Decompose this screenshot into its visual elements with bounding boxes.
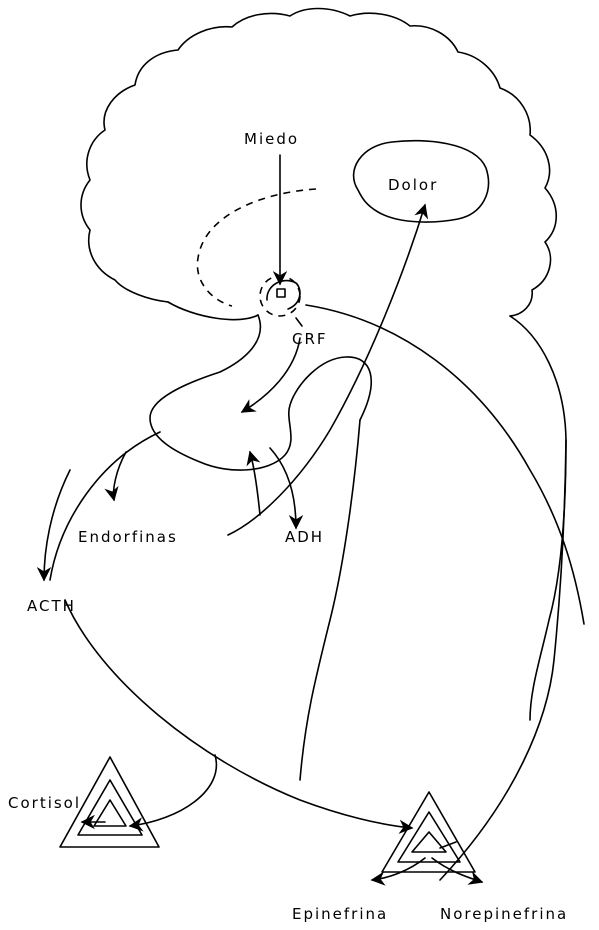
acth-label: ACTH <box>27 597 76 615</box>
epinefrina-label: Epinefrina <box>292 905 388 923</box>
endorfinas-arrow <box>114 452 127 500</box>
crf-label: CRF <box>292 330 328 348</box>
dolor-arrow <box>228 205 425 535</box>
cortisol-source-arrow <box>130 755 216 826</box>
stalk-inner-line <box>306 305 584 624</box>
right-adrenal-gland <box>382 792 475 872</box>
crf-tick <box>296 318 302 326</box>
acth-to-adrenal-arrow <box>65 600 412 828</box>
brainstem-left-line <box>168 302 258 320</box>
norepinefrina-label: Norepinefrina <box>440 905 568 923</box>
cortisol-label: Cortisol <box>8 794 81 812</box>
body-left-outline <box>50 432 160 580</box>
dolor-label: Dolor <box>388 176 438 194</box>
brainstem-right-line <box>510 316 566 720</box>
miedo-label: Miedo <box>244 130 299 148</box>
adrenal-nerve-line <box>440 440 566 880</box>
feedback-arrow <box>250 452 260 515</box>
acth-arrow <box>44 470 70 580</box>
adh-arrow <box>270 448 296 528</box>
hypothalamus-core-square <box>277 289 285 297</box>
brain-outline <box>81 9 556 317</box>
pituitary-outline <box>150 315 371 470</box>
hypothalamus-nucleus-ring <box>267 281 300 309</box>
body-right-outline <box>300 420 360 780</box>
adh-label: ADH <box>285 528 324 546</box>
endorfinas-label: Endorfinas <box>78 528 178 546</box>
